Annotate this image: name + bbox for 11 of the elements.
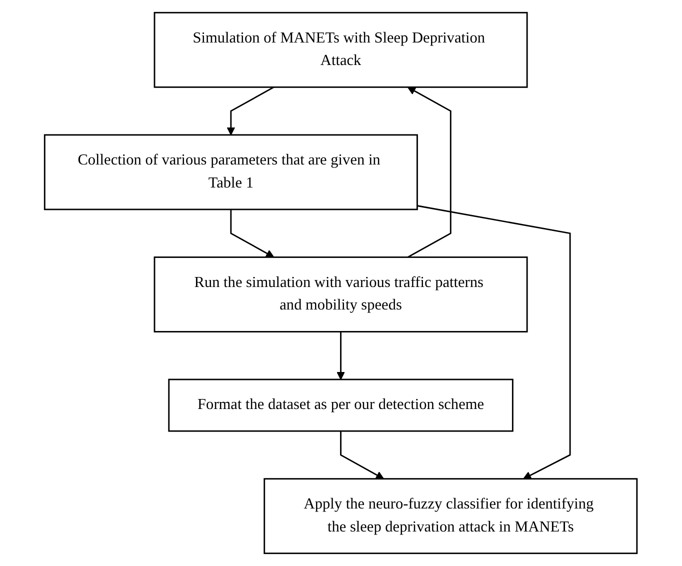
node-box: Simulation of MANETs with Sleep Deprivation Attack [154, 12, 528, 88]
arrow [408, 86, 452, 258]
node-box: Run the simulation with various traffic patterns and mobility speeds [154, 256, 528, 332]
arrow [340, 431, 384, 480]
arrow [417, 205, 571, 480]
arrow [336, 332, 346, 380]
node-box: Apply the neuro-fuzzy classifier for identifying the sleep deprivation attack in MANETs [264, 478, 638, 554]
node-box: Format the dataset as per our detection scheme [168, 378, 514, 432]
node-box: Collection of various parameters that are given in Table 1 [44, 134, 418, 210]
arrow [226, 86, 274, 136]
arrow [230, 209, 274, 258]
